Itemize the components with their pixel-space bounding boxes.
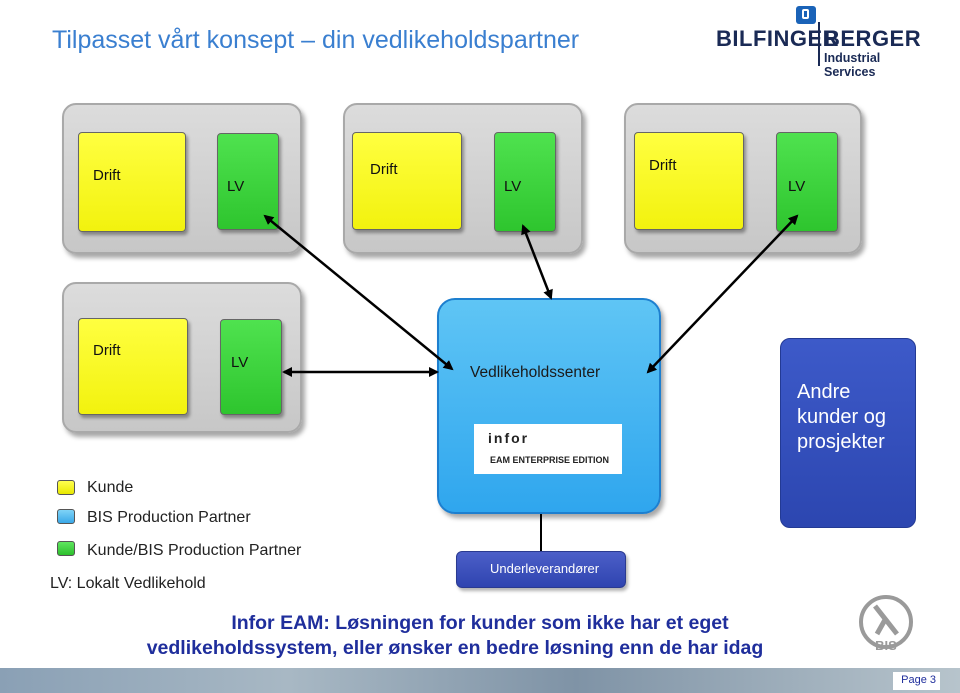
legend-kunde: Kunde bbox=[87, 479, 134, 496]
logo-subtitle: Industrial Services bbox=[824, 51, 881, 79]
maintenance-center-box bbox=[437, 298, 661, 514]
lv-box: LV bbox=[776, 132, 838, 232]
other-customers-line-1: Andre bbox=[797, 381, 851, 403]
lv-label: LV bbox=[231, 354, 249, 371]
infor-logo-text: infor bbox=[488, 430, 530, 446]
bottom-text-line-2: vedlikeholdssystem, eller ønsker en bedr… bbox=[146, 637, 764, 659]
legend-kunde-bis: Kunde/BIS Production Partner bbox=[87, 542, 302, 559]
legend-swatch-blue bbox=[57, 509, 75, 524]
logo-mark-icon bbox=[796, 6, 816, 24]
logo-word-2: BERGER bbox=[824, 26, 922, 51]
drift-label: Drift bbox=[93, 342, 121, 359]
subcontractors-label: Underleverandører bbox=[490, 561, 600, 576]
bis-logo-text: BIS bbox=[875, 638, 897, 653]
drift-label: Drift bbox=[370, 161, 398, 178]
legend-swatch-yellow bbox=[57, 480, 75, 495]
lv-box: LV bbox=[220, 319, 282, 415]
maintenance-center-title: Vedlikeholdssenter bbox=[470, 364, 601, 381]
legend-bis: BIS Production Partner bbox=[87, 509, 251, 526]
lv-label: LV bbox=[788, 178, 806, 195]
lv-label: LV bbox=[227, 178, 245, 195]
drift-box: Drift bbox=[78, 318, 188, 415]
drift-box: Drift bbox=[634, 132, 744, 230]
other-customers-line-3: prosjekter bbox=[797, 431, 885, 453]
legend-swatch-green bbox=[57, 541, 75, 556]
drift-box: Drift bbox=[352, 132, 462, 230]
logo-divider bbox=[818, 22, 820, 66]
eam-edition-text: EAM ENTERPRISE EDITION bbox=[490, 455, 610, 465]
lv-box: LV bbox=[494, 132, 556, 232]
other-customers-line-2: kunder og bbox=[797, 406, 886, 428]
other-customers-label: Andre kunder og prosjekter bbox=[797, 380, 886, 455]
bis-logo: BIS bbox=[859, 595, 913, 653]
subcontractors-box bbox=[456, 551, 626, 588]
lv-box: LV bbox=[217, 133, 279, 230]
legend-lv-definition: LV: Lokalt Vedlikehold bbox=[50, 575, 206, 592]
infor-eam-logo: infor EAM ENTERPRISE EDITION bbox=[474, 424, 622, 474]
page-number-tab: Page 3 bbox=[893, 672, 940, 690]
page-title: Tilpasset vårt konsept – din vedlikehold… bbox=[52, 26, 580, 54]
drift-box: Drift bbox=[78, 132, 186, 232]
other-customers-box bbox=[780, 338, 916, 528]
logo-word-1: BILFINGER bbox=[716, 26, 840, 51]
lv-label: LV bbox=[504, 178, 522, 195]
footer-image-strip bbox=[0, 668, 960, 693]
bilfinger-berger-logo: BILFINGER BERGER Industrial Services bbox=[714, 0, 926, 79]
drift-label: Drift bbox=[649, 157, 677, 174]
page-number: Page 3 bbox=[901, 674, 936, 686]
drift-label: Drift bbox=[93, 167, 121, 184]
bottom-text-line-1: Infor EAM: Løsningen for kunder som ikke… bbox=[231, 612, 729, 634]
